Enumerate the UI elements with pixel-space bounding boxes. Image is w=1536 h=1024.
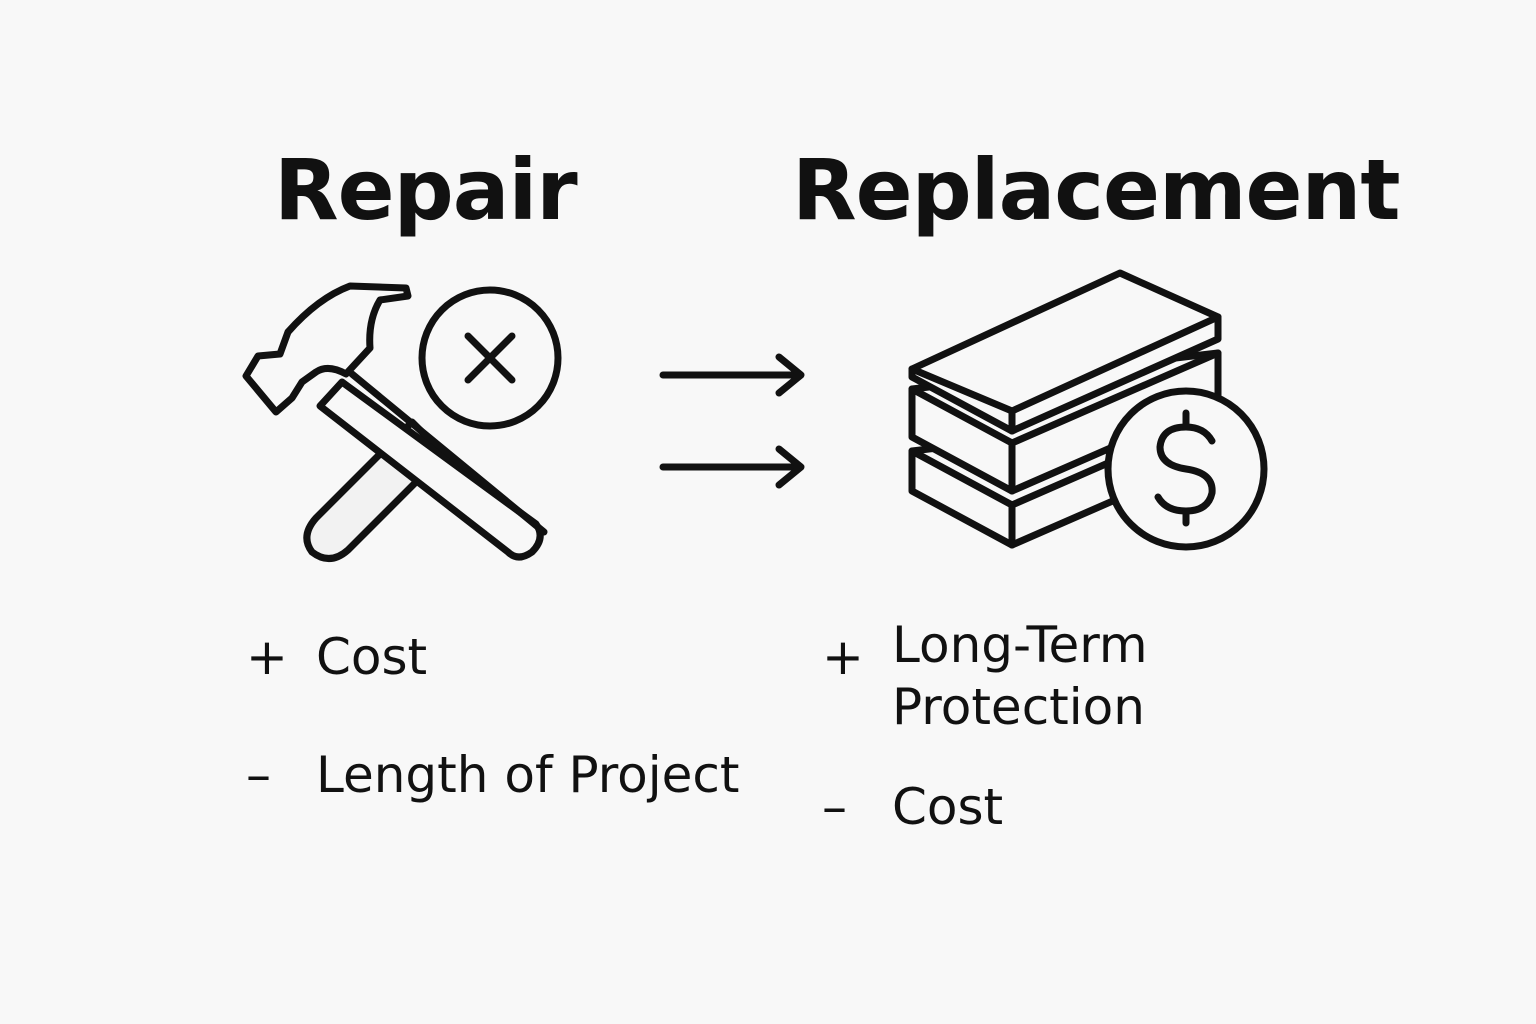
money-stack-with-dollar-coin-icon <box>900 265 1280 569</box>
repair-pro-item: + Cost <box>246 626 427 688</box>
replacement-title: Replacement <box>792 141 1400 239</box>
minus-sign: – <box>246 746 271 804</box>
minus-sign: – <box>822 778 847 836</box>
double-right-arrow-icon <box>655 345 815 509</box>
replacement-pro-item: + Long-Term Protection <box>822 614 1148 738</box>
plus-sign: + <box>246 628 288 686</box>
repair-con-label: Length of Project <box>316 746 740 804</box>
replacement-con-item: – Cost <box>822 776 1003 838</box>
replacement-pro-label: Long-Term Protection <box>892 616 1148 736</box>
repair-con-item: – Length of Project <box>246 744 740 806</box>
hammer-and-wrench-cross-icon <box>230 270 570 574</box>
replacement-con-label: Cost <box>892 778 1004 836</box>
plus-sign: + <box>822 628 864 686</box>
repair-pro-label: Cost <box>316 628 428 686</box>
repair-title: Repair <box>274 141 578 239</box>
